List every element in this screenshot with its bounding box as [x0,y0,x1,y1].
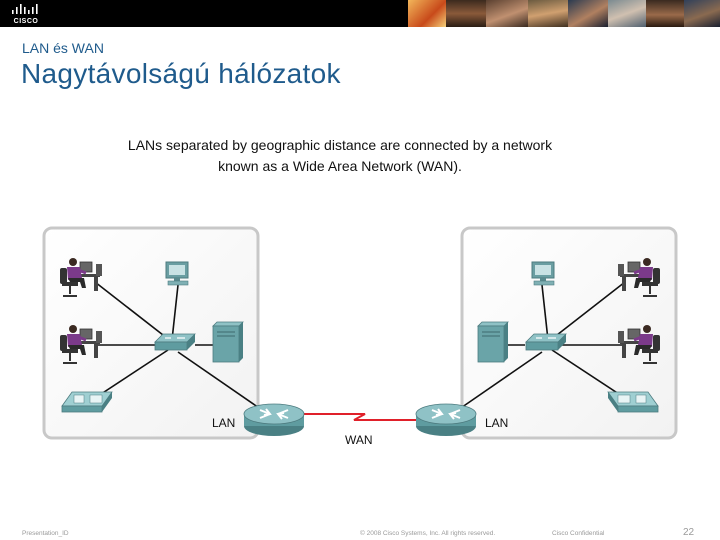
cisco-bars-icon [12,4,38,14]
slide-subtitle: LAN és WAN [22,40,104,56]
left-server-icon [212,321,244,363]
page-number: 22 [683,527,695,538]
wan-label: WAN [345,433,373,447]
right-server-icon [477,321,509,363]
wan-link [292,413,429,421]
photo-tile [646,0,684,27]
caption-line-2: known as a Wide Area Network (WAN). [218,158,462,174]
right-switch-icon [525,333,567,351]
people-photo-strip [408,0,720,27]
photo-tile [446,0,486,27]
left-desktop-pc-icon [165,261,189,286]
left-lan-label: LAN [212,416,236,430]
photo-tile [684,0,720,27]
footer-presentation-id: Presentation_ID [22,530,69,537]
left-router-icon [243,403,305,437]
caption-line-1: LANs separated by geographic distance ar… [127,137,553,153]
footer-copyright: © 2008 Cisco Systems, Inc. All rights re… [360,530,496,537]
photo-tile [486,0,528,27]
right-desktop-pc-icon [531,261,555,286]
cisco-logo: CISCO [8,3,44,25]
photo-tile [568,0,608,27]
photo-tile [528,0,568,27]
photo-tile [408,0,446,27]
right-router-icon [415,403,477,437]
top-banner: CISCO [0,0,720,27]
left-switch-icon [154,333,196,351]
cisco-logo-text: CISCO [13,18,39,25]
footer-confidential: Cisco Confidential [552,530,605,537]
right-lan-label: LAN [485,416,509,430]
slide-title: Nagytávolságú hálózatok [21,58,341,89]
photo-tile [608,0,646,27]
right-lan-links [454,281,626,413]
diagram-caption: LANs separated by geographic distance ar… [100,135,580,177]
